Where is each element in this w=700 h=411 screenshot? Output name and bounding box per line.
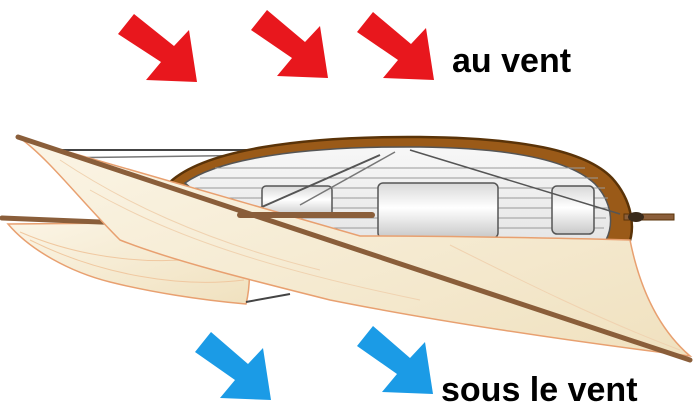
leeward-arrow-2 [357,326,433,394]
windward-arrow-2 [251,10,328,78]
windward-arrows [118,10,434,82]
bow-fitting [628,212,644,222]
main-sail [15,134,693,363]
leeward-arrow-1 [195,332,271,400]
jib-sheet [245,293,291,303]
cabin-block-2 [377,182,499,239]
main-boom [15,134,693,363]
windward-arrow-1 [118,14,197,82]
leeward-label: sous le vent [441,371,638,409]
windward-label: au vent [452,42,572,80]
windward-arrow-3 [357,12,434,80]
leeward-arrows [195,326,433,400]
cabin-block-3 [551,185,595,235]
